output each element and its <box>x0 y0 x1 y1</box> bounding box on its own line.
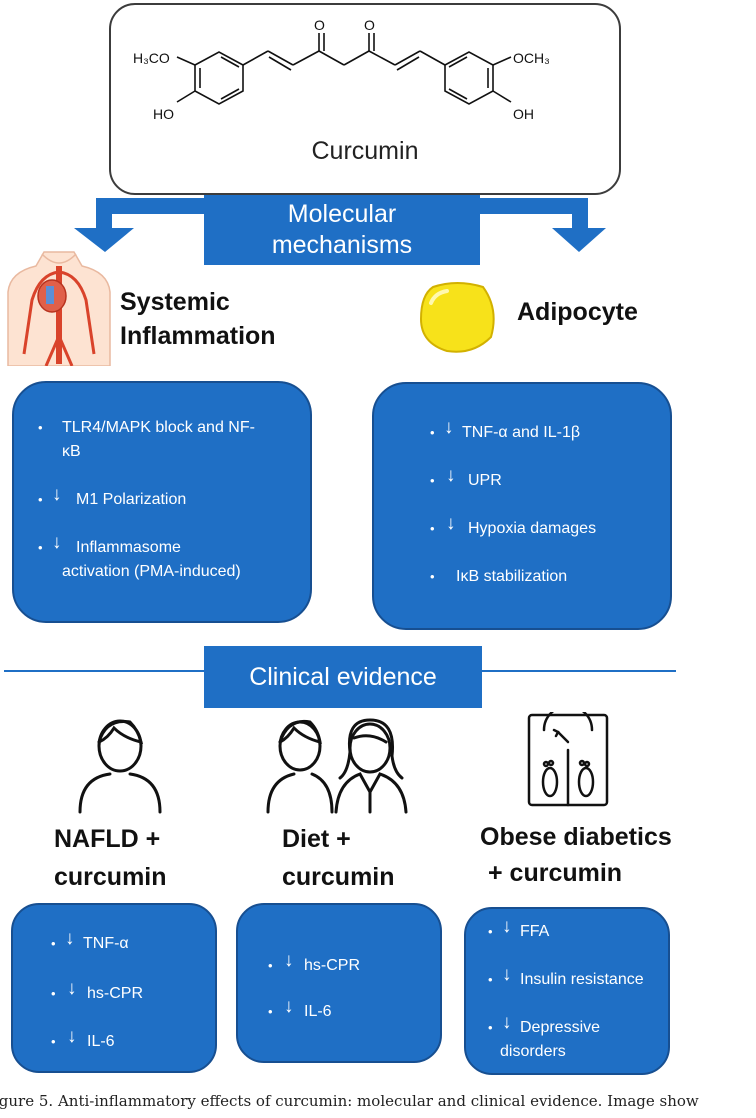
adipocyte-panel: • ↓ TNF-α and IL-1β • ↓ UPR • ↓ Hypoxia … <box>372 382 672 630</box>
curcumin-name: Curcumin <box>311 137 419 165</box>
bullet-icon: • <box>430 473 435 488</box>
systemic-item-1-line1: TLR4/MAPK block and NF- <box>62 419 255 436</box>
right-hydroxyl-label: OH <box>513 106 534 122</box>
obese-heading: Obese diabetics + curcumin <box>480 820 672 890</box>
nafld-panel: • ↓ TNF-α • ↓ hs-CPR • ↓ IL-6 <box>11 903 217 1073</box>
nafld-item-3-text: IL-6 <box>87 1033 115 1050</box>
bullet-icon: • <box>51 986 56 1001</box>
obese-item-2-text: Insulin resistance <box>520 971 644 988</box>
obese-item-1-text: FFA <box>520 923 550 940</box>
bullet-icon: • <box>488 972 493 987</box>
diet-heading: Diet + curcumin <box>282 822 395 894</box>
right-arrow-icon <box>480 198 606 252</box>
diet-panel: • ↓ hs-CPR • ↓ IL-6 <box>236 903 442 1063</box>
down-arrow-icon: ↓ <box>67 1026 77 1047</box>
curcumin-structure-diagram: H₃CO HO O O OCH₃ OH <box>133 17 550 122</box>
bullet-icon: • <box>268 958 273 973</box>
nafld-item-1-text: TNF-α <box>83 935 129 952</box>
obese-heading-line2: + curcumin <box>488 859 623 887</box>
bullet-icon: • <box>488 924 493 939</box>
split-arrows <box>74 198 606 252</box>
down-arrow-icon: ↓ <box>284 996 294 1017</box>
down-arrow-icon: ↓ <box>502 964 512 985</box>
systemic-heading-line1: Systemic <box>120 288 230 316</box>
down-arrow-icon: ↓ <box>284 950 294 971</box>
nafld-item-2-text: hs-CPR <box>87 985 144 1002</box>
adipocyte-heading: Adipocyte <box>517 298 638 326</box>
right-methoxy-label: OCH₃ <box>513 50 550 66</box>
bullet-icon: • <box>488 1020 493 1035</box>
down-arrow-icon: ↓ <box>446 513 456 534</box>
figure-caption: igure 5. Anti-inflammatory effects of cu… <box>0 1092 699 1110</box>
down-arrow-icon: ↓ <box>444 417 454 438</box>
adipocyte-item-4-text: IκB stabilization <box>456 568 568 585</box>
carbonyl-label-2: O <box>364 17 375 33</box>
bullet-icon: • <box>38 420 43 435</box>
torso-heart-icon <box>7 251 111 366</box>
male-person-icon <box>78 719 162 814</box>
systemic-item-3-line2: activation (PMA-induced) <box>62 563 241 580</box>
bullet-icon: • <box>430 425 435 440</box>
nafld-heading-line1: NAFLD + <box>54 825 161 853</box>
down-arrow-icon: ↓ <box>52 532 62 553</box>
nafld-heading: NAFLD + curcumin <box>54 822 167 894</box>
obese-heading-line1: Obese diabetics <box>480 823 672 851</box>
bullet-icon: • <box>268 1004 273 1019</box>
obese-item-3-line1: Depressive <box>520 1019 601 1036</box>
adipocyte-icon <box>419 282 495 353</box>
bullet-icon: • <box>38 540 43 555</box>
left-methoxy-label: H₃CO <box>133 50 170 66</box>
down-arrow-icon: ↓ <box>502 916 512 937</box>
down-arrow-icon: ↓ <box>502 1012 512 1033</box>
systemic-item-1-line2: κB <box>62 443 81 460</box>
diet-heading-line2: curcumin <box>282 863 395 891</box>
mechanisms-banner-line1: Molecular <box>287 200 397 228</box>
adipocyte-item-2-text: UPR <box>468 472 502 489</box>
bullet-icon: • <box>51 936 56 951</box>
left-hydroxyl-label: HO <box>153 106 174 122</box>
adipocyte-item-3-text: Hypoxia damages <box>468 520 597 537</box>
bullet-icon: • <box>51 1034 56 1049</box>
systemic-item-3-line1: Inflammasome <box>76 539 181 556</box>
diet-item-1-text: hs-CPR <box>304 957 361 974</box>
bullet-icon: • <box>38 492 43 507</box>
scale-icon <box>527 712 609 807</box>
systemic-heading: Systemic Inflammation <box>120 285 276 353</box>
obese-panel: • ↓ FFA • ↓ Insulin resistance • ↓ Depre… <box>464 907 670 1075</box>
diet-item-2-text: IL-6 <box>304 1003 332 1020</box>
down-arrow-icon: ↓ <box>446 465 456 486</box>
bullet-icon: • <box>430 521 435 536</box>
down-arrow-icon: ↓ <box>52 484 62 505</box>
curcumin-structure-box: H₃CO HO O O OCH₃ OH Curcumin <box>109 3 621 195</box>
clinical-evidence-banner: Clinical evidence <box>204 646 482 708</box>
systemic-heading-line2: Inflammation <box>120 322 276 350</box>
systemic-panel: • TLR4/MAPK block and NF- κB • ↓ M1 Pola… <box>12 381 312 623</box>
down-arrow-icon: ↓ <box>67 978 77 999</box>
bullet-icon: • <box>430 569 435 584</box>
molecular-mechanisms-banner: Molecular mechanisms <box>204 195 480 265</box>
diet-heading-line1: Diet + <box>282 825 351 853</box>
couple-icon <box>266 718 408 814</box>
adipocyte-item-1-text: TNF-α and IL-1β <box>462 424 581 441</box>
left-arrow-icon <box>74 198 204 252</box>
carbonyl-label-1: O <box>314 17 325 33</box>
obese-item-3-line2: disorders <box>500 1043 566 1060</box>
down-arrow-icon: ↓ <box>65 928 75 949</box>
systemic-item-2-text: M1 Polarization <box>76 491 187 508</box>
nafld-heading-line2: curcumin <box>54 863 167 891</box>
mechanisms-banner-line2: mechanisms <box>271 231 413 259</box>
